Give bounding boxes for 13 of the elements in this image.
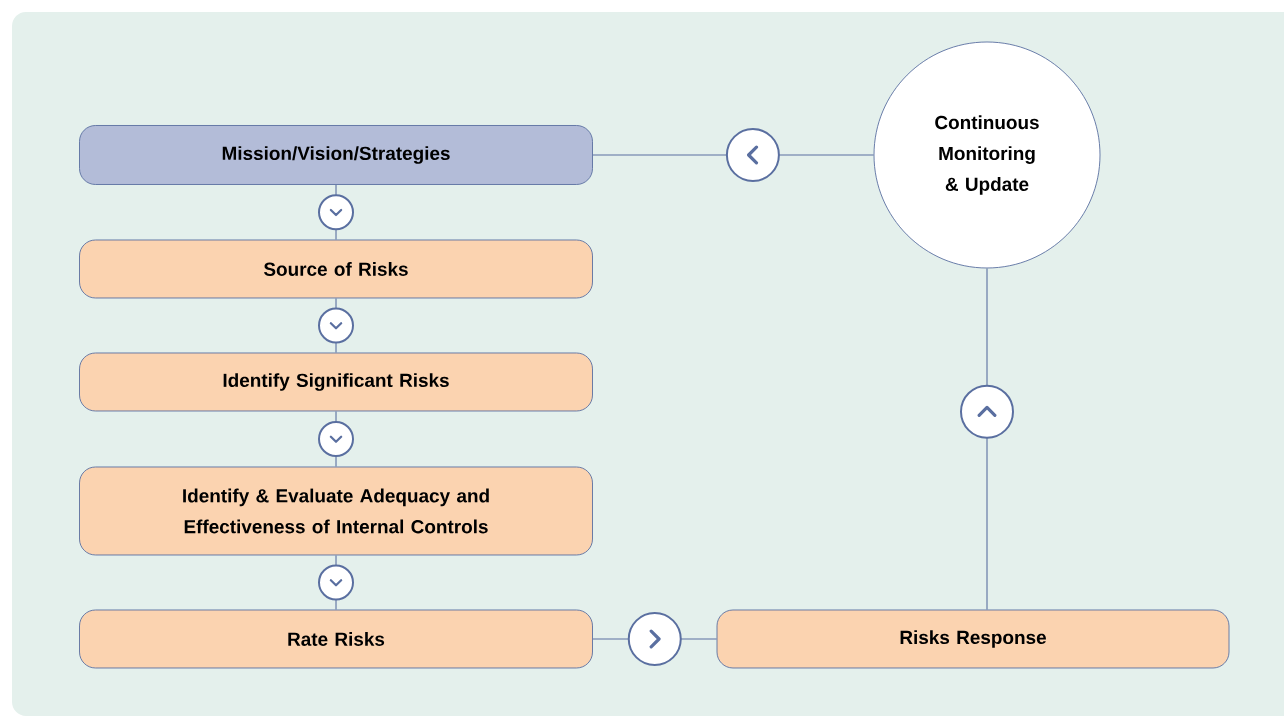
process-box: Risks Response bbox=[716, 609, 1230, 669]
chevron-connector bbox=[592, 612, 718, 666]
chevron-connector bbox=[592, 128, 875, 182]
process-box: Identify & Evaluate Adequacy and Effectiveness of Internal Controls bbox=[79, 466, 593, 556]
chevron-connector bbox=[318, 554, 354, 611]
chevron-connector bbox=[318, 184, 354, 241]
process-box: Mission/Vision/Strategies bbox=[79, 125, 593, 185]
chevron-connector bbox=[960, 267, 1014, 611]
process-box: Identify Significant Risks bbox=[79, 352, 593, 412]
chevron-connector bbox=[318, 297, 354, 354]
process-box: Source of Risks bbox=[79, 239, 593, 299]
chevron-connector bbox=[318, 410, 354, 468]
process-box: Rate Risks bbox=[79, 609, 593, 669]
